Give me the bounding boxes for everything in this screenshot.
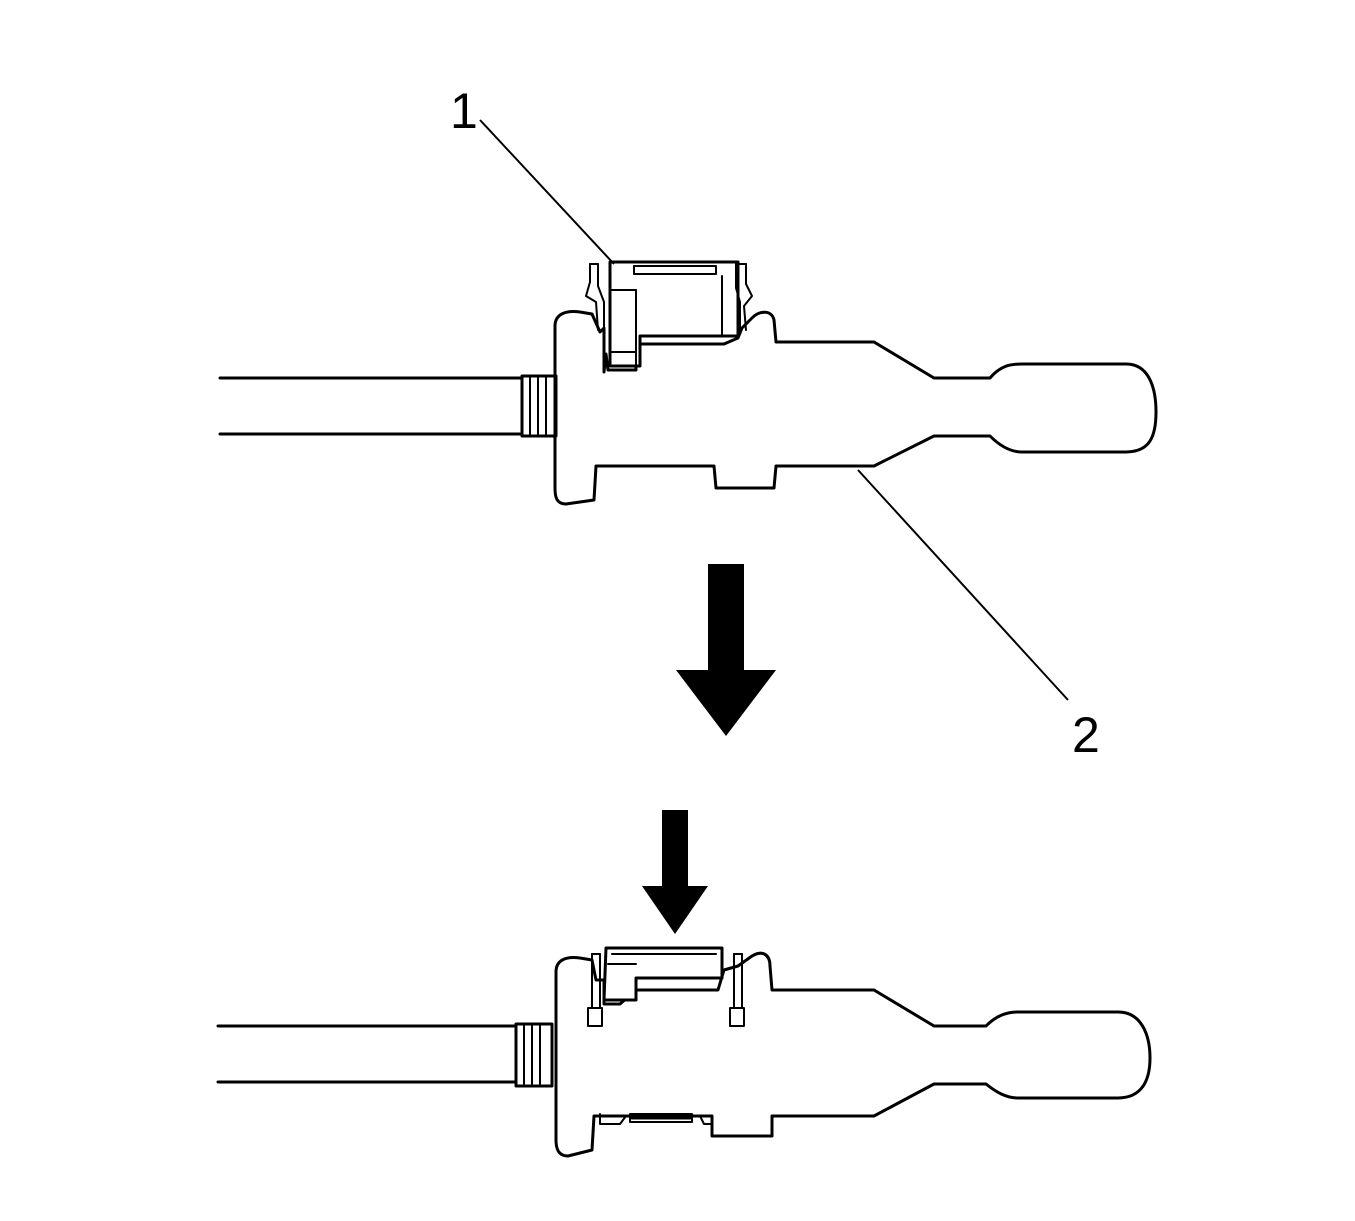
top-connector-assembly	[218, 260, 1158, 506]
callout-2-label: 2	[1072, 707, 1100, 763]
bottom-connector-assembly	[216, 946, 1152, 1158]
callout-1-leader	[479, 119, 615, 265]
bottom-left-latch	[587, 953, 603, 1027]
top-cable	[218, 376, 524, 436]
top-cpa-clip	[608, 260, 740, 368]
callout-2-leader	[857, 469, 1069, 701]
bottom-cable	[216, 1024, 518, 1084]
bottom-connector-body	[554, 951, 1152, 1158]
top-right-latch	[735, 263, 753, 331]
top-left-latch	[585, 263, 605, 331]
top-connector-body	[553, 310, 1158, 506]
bottom-cpa-clip	[602, 946, 724, 1002]
bottom-right-latch	[729, 953, 745, 1027]
step-arrow-icon	[676, 564, 776, 736]
press-arrow-icon	[642, 810, 708, 934]
callout-1-label: 1	[450, 83, 478, 139]
bottom-strain-relief	[514, 1022, 554, 1088]
top-strain-relief	[520, 374, 558, 438]
bottom-latch-window	[599, 1113, 713, 1125]
